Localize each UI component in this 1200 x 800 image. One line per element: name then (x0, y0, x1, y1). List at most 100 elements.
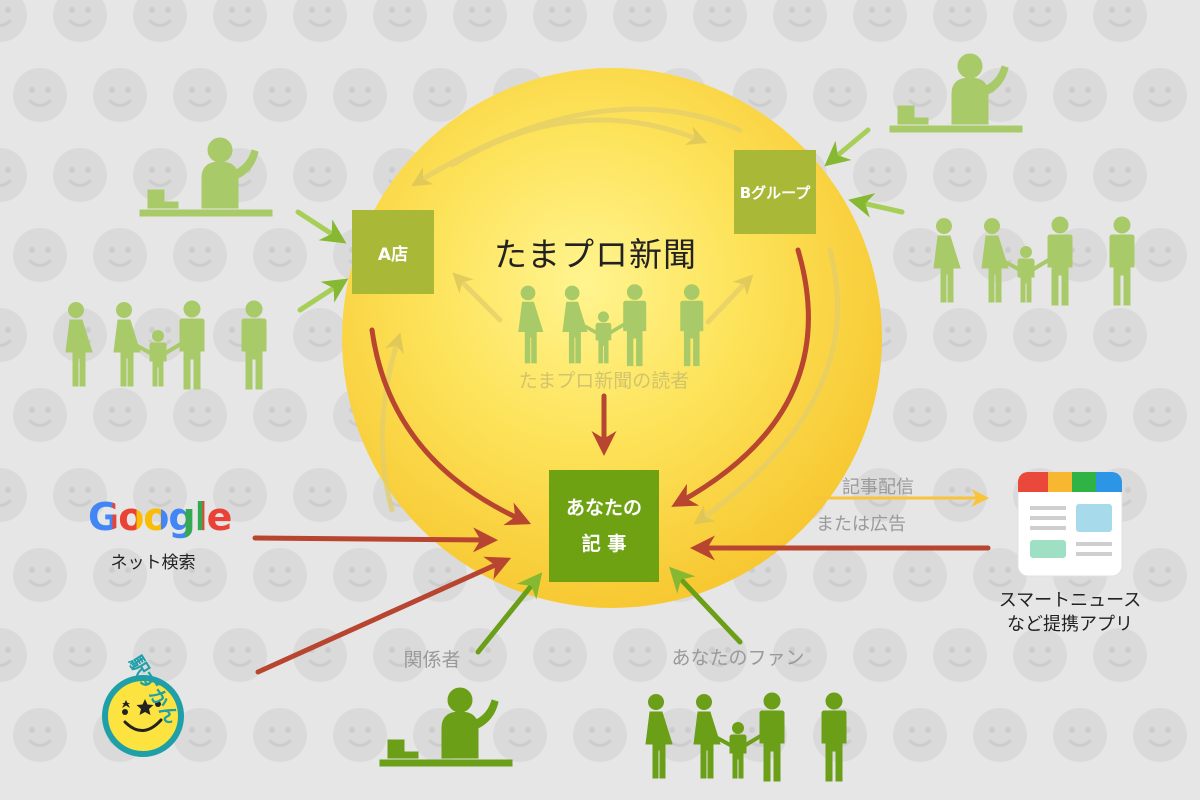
bg-smiley (933, 468, 987, 522)
bg-smiley (1053, 388, 1107, 442)
bg-smiley (1093, 628, 1147, 682)
bg-smiley (93, 68, 147, 122)
bg-smiley (133, 468, 187, 522)
bg-smiley (1133, 708, 1187, 762)
bg-smiley (1133, 228, 1187, 282)
bg-smiley (93, 548, 147, 602)
bg-smiley (1013, 628, 1067, 682)
bg-smiley (853, 628, 907, 682)
person-at-desk-icon (889, 53, 1023, 133)
bg-smiley (973, 548, 1027, 602)
google-logo: Google (88, 495, 232, 539)
bg-smiley (853, 468, 907, 522)
bg-smiley (1013, 308, 1067, 362)
bg-smiley (573, 708, 627, 762)
bg-smiley (13, 388, 67, 442)
bg-smiley (333, 708, 387, 762)
app-icon (1017, 471, 1123, 577)
bg-smiley (13, 708, 67, 762)
bg-smiley (853, 148, 907, 202)
smartnews-label-line2: など提携アプリ (1007, 614, 1133, 635)
bg-smiley (373, 0, 427, 42)
bg-smiley (0, 308, 27, 362)
bg-smiley (0, 0, 27, 42)
group-b-label: Bグループ (739, 183, 811, 202)
bg-smiley (293, 0, 347, 42)
bg-smiley (413, 548, 467, 602)
bg-smiley (1133, 388, 1187, 442)
smartnews-label-line1: スマートニュース (998, 590, 1142, 611)
bg-smiley (213, 468, 267, 522)
bg-smiley (1013, 148, 1067, 202)
bg-smiley (333, 68, 387, 122)
newspaper-title: たまプロ新聞 (494, 235, 698, 274)
bg-smiley (493, 708, 547, 762)
bg-smiley (93, 388, 147, 442)
article-label-line1: あなたの (565, 496, 642, 519)
bg-smiley (0, 468, 27, 522)
bg-smiley (173, 548, 227, 602)
bg-smiley (173, 388, 227, 442)
bg-smiley (213, 0, 267, 42)
bg-smiley (933, 308, 987, 362)
faint-cycle-arrows (379, 106, 841, 525)
bg-smiley (13, 548, 67, 602)
readers-label: たまプロ新聞の読者 (518, 370, 690, 392)
bg-smiley (973, 388, 1027, 442)
bg-smiley (133, 628, 187, 682)
person-at-desk-icon (139, 137, 273, 217)
bg-smiley (533, 0, 587, 42)
bg-smiley (413, 68, 467, 122)
bg-smiley (253, 228, 307, 282)
bg-smiley (773, 628, 827, 682)
bg-smiley (453, 628, 507, 682)
bg-smiley (133, 0, 187, 42)
family-icon (66, 301, 266, 389)
smiley-station-icon (102, 675, 184, 757)
bg-smiley (893, 388, 947, 442)
delivery-label-line1: 記事配信 (842, 477, 914, 498)
bg-smiley (813, 68, 867, 122)
green-stakeholder-arrows (475, 566, 743, 655)
bg-smiley (173, 228, 227, 282)
bg-smiley (253, 708, 307, 762)
bg-smiley (893, 548, 947, 602)
bg-smiley (613, 0, 667, 42)
family-icon (646, 693, 846, 781)
bg-smiley (293, 628, 347, 682)
bg-smiley (293, 308, 347, 362)
bg-smiley (213, 628, 267, 682)
green-input-arrows (295, 127, 905, 313)
bg-smiley (1053, 708, 1107, 762)
store-a-box: A店 (352, 210, 434, 294)
bg-smiley (453, 0, 507, 42)
bg-smiley (253, 548, 307, 602)
red-arrows (252, 247, 991, 675)
bg-smiley (53, 628, 107, 682)
bg-smiley (853, 0, 907, 42)
google-caption: ネット検索 (110, 553, 196, 573)
store-a-label: A店 (377, 244, 409, 265)
bg-smiley (893, 708, 947, 762)
bg-smiley (53, 148, 107, 202)
bg-smiley (13, 68, 67, 122)
bg-smiley (933, 148, 987, 202)
article-box: あなたの 記 事 (549, 470, 659, 582)
bg-smiley (293, 468, 347, 522)
fans-label: あなたのファン (671, 647, 805, 669)
bg-smiley (533, 628, 587, 682)
bg-smiley (1133, 548, 1187, 602)
bg-smiley (173, 708, 227, 762)
bg-smiley (693, 0, 747, 42)
bg-smiley (253, 68, 307, 122)
bg-smiley (1133, 68, 1187, 122)
delivery-label-line2: または広告 (816, 514, 906, 535)
stakeholders-label: 関係者 (403, 649, 461, 671)
bg-smiley (613, 628, 667, 682)
bg-smiley (173, 68, 227, 122)
bg-smiley (1093, 148, 1147, 202)
bg-smiley (813, 548, 867, 602)
bg-smiley (253, 388, 307, 442)
bg-smiley (0, 148, 27, 202)
